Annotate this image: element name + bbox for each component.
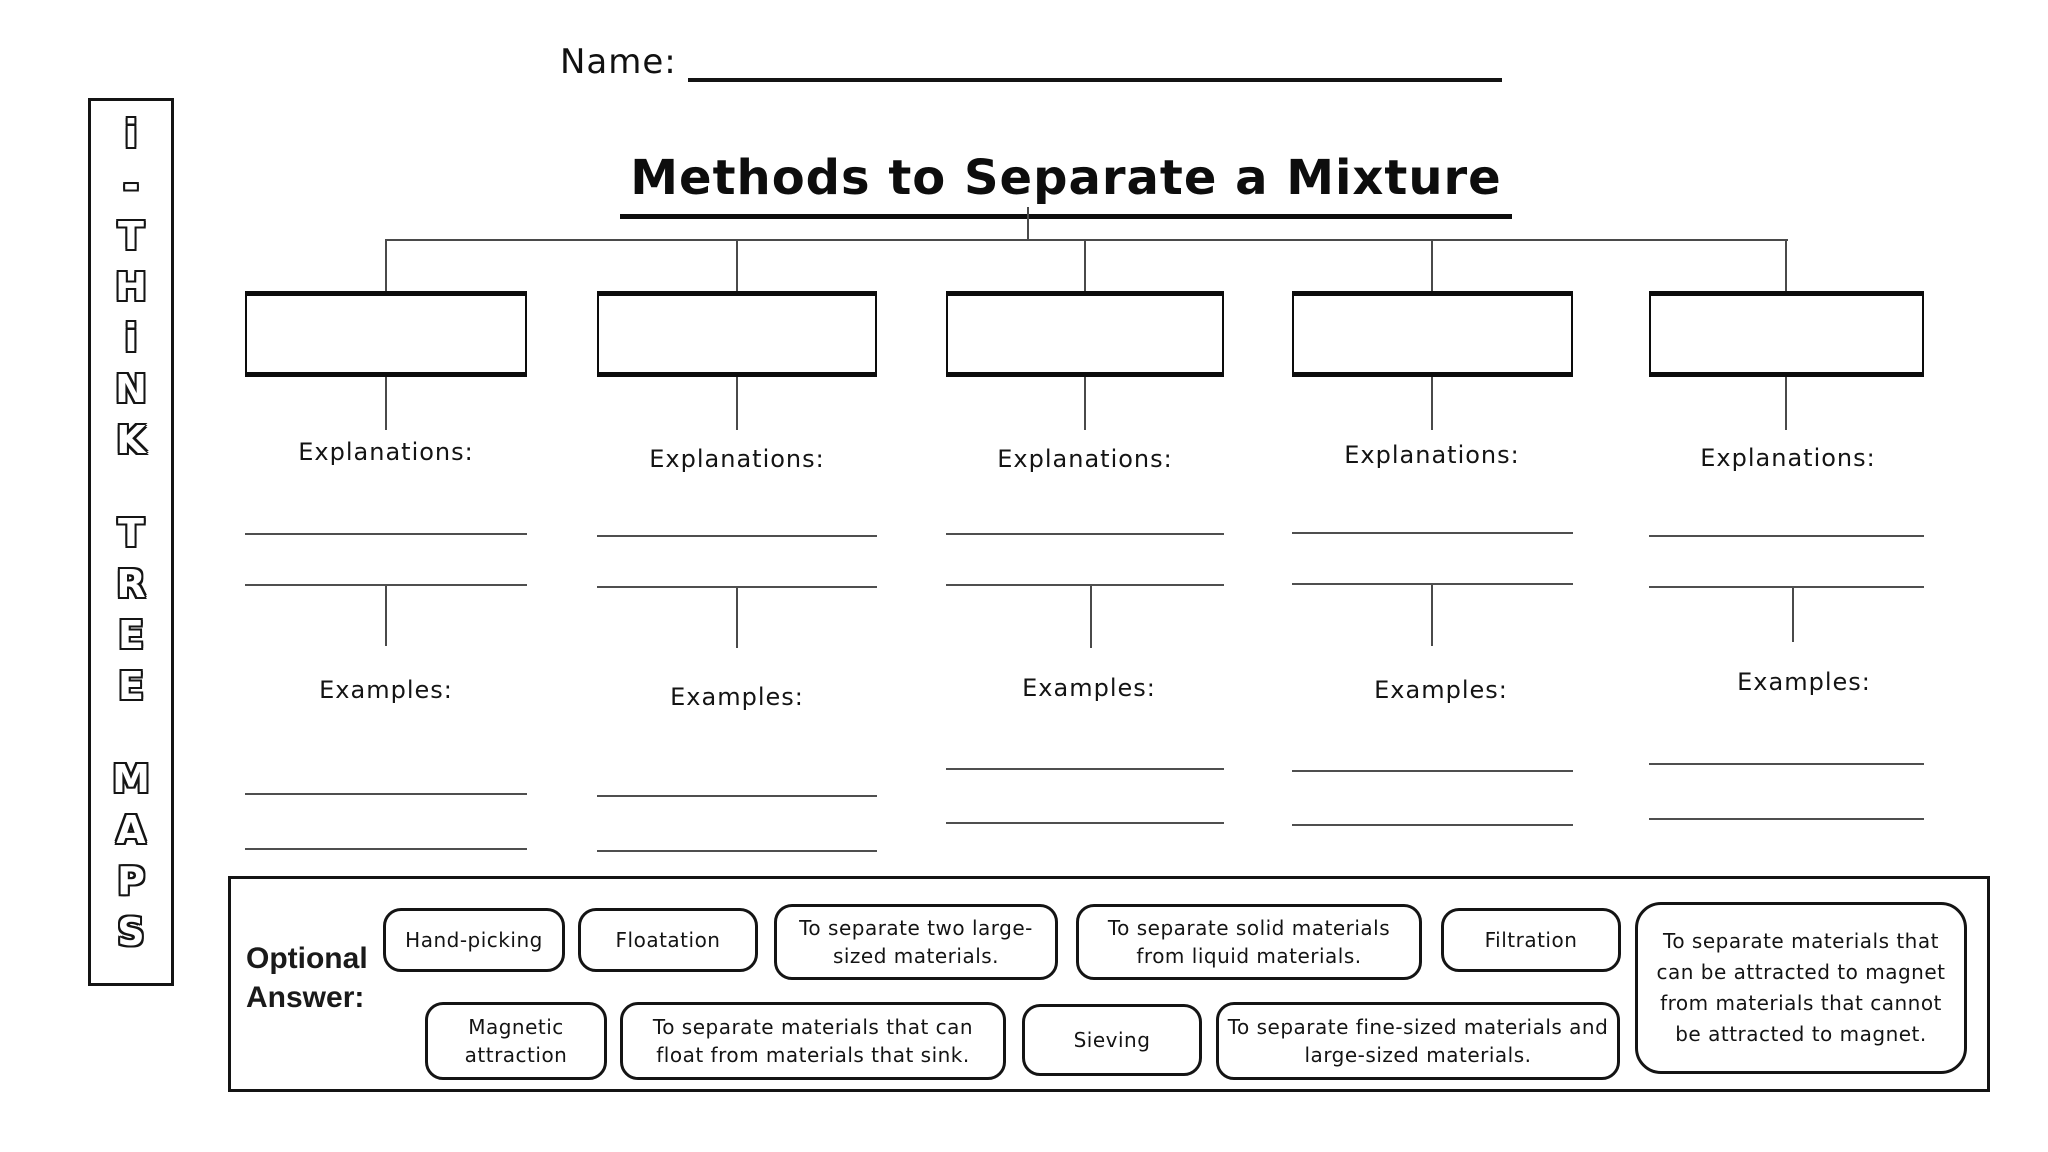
- example-line[interactable]: [1649, 763, 1924, 765]
- connector-box-to-explanations: [736, 377, 738, 430]
- example-line[interactable]: [1292, 770, 1573, 772]
- explanation-line[interactable]: [946, 584, 1224, 586]
- name-label: Name:: [560, 42, 677, 82]
- examples-label: Examples:: [1374, 676, 1508, 704]
- logo-letter: i: [124, 112, 138, 156]
- explanations-label: Explanations:: [1700, 444, 1876, 472]
- examples-label: Examples:: [319, 676, 453, 704]
- method-box-2[interactable]: [597, 291, 877, 377]
- connector-box-to-explanations: [1431, 377, 1433, 430]
- examples-label: Examples:: [670, 683, 804, 711]
- explanation-line[interactable]: [597, 586, 877, 588]
- example-line[interactable]: [1649, 818, 1924, 820]
- answer-chip-sieving[interactable]: Sieving: [1022, 1004, 1202, 1076]
- connector-horizontal: [386, 239, 1788, 241]
- example-line[interactable]: [597, 795, 877, 797]
- logo-letter: A: [116, 808, 146, 852]
- answer-chip-floatation[interactable]: Floatation: [578, 908, 758, 972]
- page-title: Methods to Separate a Mixture: [620, 150, 1512, 219]
- logo-letter: E: [118, 664, 144, 708]
- optional-answer-label-line2: Answer:: [246, 981, 365, 1014]
- explanation-line[interactable]: [1292, 532, 1573, 534]
- explanation-line[interactable]: [245, 533, 527, 535]
- method-box-1[interactable]: [245, 291, 527, 377]
- explanations-label: Explanations:: [298, 438, 474, 466]
- connector-explanations-to-examples: [1792, 588, 1794, 642]
- explanation-line[interactable]: [245, 584, 527, 586]
- answer-chip-float-from-sink[interactable]: To separate materials that can float fro…: [620, 1002, 1006, 1080]
- explanation-line[interactable]: [597, 535, 877, 537]
- logo-letter: S: [117, 910, 145, 954]
- method-box-4[interactable]: [1292, 291, 1573, 377]
- answer-chip-fine-and-large-sized[interactable]: To separate fine-sized materials and lar…: [1216, 1002, 1620, 1080]
- example-line[interactable]: [946, 768, 1224, 770]
- logo-letter: T: [118, 214, 144, 258]
- explanations-label: Explanations:: [1344, 441, 1520, 469]
- answer-chip-two-large-sized[interactable]: To separate two large-sized materials.: [774, 904, 1058, 980]
- logo-word-maps: M A P S: [112, 754, 150, 958]
- examples-label: Examples:: [1022, 674, 1156, 702]
- logo-word-tree: T R E E: [116, 508, 145, 712]
- connector-branch: [736, 239, 738, 291]
- connector-explanations-to-examples: [1090, 586, 1092, 648]
- answer-chip-magnetic-attraction[interactable]: Magnetic attraction: [425, 1002, 607, 1080]
- connector-title-stub: [1027, 207, 1029, 240]
- logo-letter: T: [118, 511, 144, 555]
- connector-branch: [1084, 239, 1086, 291]
- logo-letter: M: [112, 757, 150, 801]
- connector-box-to-explanations: [1084, 377, 1086, 430]
- connector-explanations-to-examples: [736, 588, 738, 648]
- explanation-line[interactable]: [1649, 535, 1924, 537]
- connector-explanations-to-examples: [385, 586, 387, 646]
- explanation-line[interactable]: [946, 533, 1224, 535]
- answer-chip-filtration[interactable]: Filtration: [1441, 908, 1621, 972]
- connector-box-to-explanations: [385, 377, 387, 430]
- explanations-label: Explanations:: [997, 445, 1173, 473]
- example-line[interactable]: [245, 848, 527, 850]
- connector-box-to-explanations: [1785, 377, 1787, 430]
- logo-letter: R: [116, 562, 146, 606]
- example-line[interactable]: [946, 822, 1224, 824]
- logo-letter: P: [117, 859, 145, 903]
- explanations-label: Explanations:: [649, 445, 825, 473]
- logo-letter: i: [124, 316, 138, 360]
- answer-chip-solid-from-liquid[interactable]: To separate solid materials from liquid …: [1076, 904, 1422, 980]
- logo-letter: K: [116, 418, 146, 462]
- connector-branch: [1431, 239, 1433, 291]
- explanation-line[interactable]: [1649, 586, 1924, 588]
- optional-answer-label-line1: Optional: [246, 942, 368, 975]
- connector-branch: [385, 239, 387, 291]
- example-line[interactable]: [245, 793, 527, 795]
- connector-branch: [1785, 239, 1787, 291]
- logo-letter: E: [118, 613, 144, 657]
- connector-explanations-to-examples: [1431, 585, 1433, 646]
- logo-letter: H: [115, 265, 147, 309]
- example-line[interactable]: [597, 850, 877, 852]
- ithink-tree-maps-logo: i - T H i N K T R E E M A P S: [88, 98, 174, 986]
- method-box-3[interactable]: [946, 291, 1224, 377]
- explanation-line[interactable]: [1292, 583, 1573, 585]
- logo-letter: N: [115, 367, 147, 411]
- examples-label: Examples:: [1737, 668, 1871, 696]
- method-box-5[interactable]: [1649, 291, 1924, 377]
- logo-letter: -: [123, 163, 139, 207]
- example-line[interactable]: [1292, 824, 1573, 826]
- name-fill-in-line[interactable]: [688, 78, 1502, 82]
- logo-word-ithink: i - T H i N K: [115, 109, 147, 466]
- answer-chip-hand-picking[interactable]: Hand-picking: [383, 908, 565, 972]
- answer-chip-magnet-attraction-description[interactable]: To separate materials that can be attrac…: [1635, 902, 1967, 1074]
